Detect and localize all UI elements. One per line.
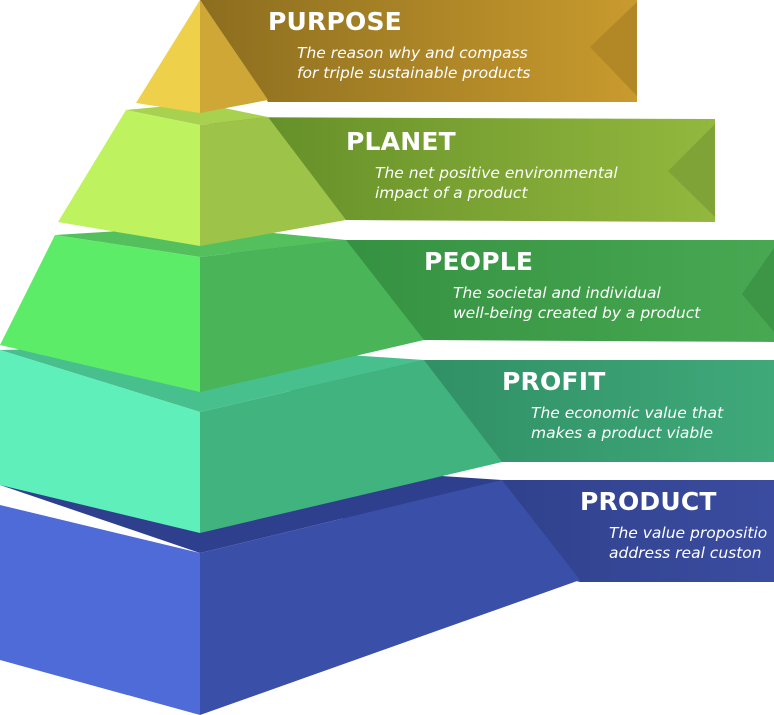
profit-right-face [200, 360, 502, 533]
purpose-banner-notch [590, 2, 637, 96]
planet-banner-notch [668, 124, 715, 217]
purpose-desc-line2: for triple sustainable products [297, 64, 531, 82]
purpose-left-face [136, 0, 200, 113]
label-people: PEOPLE The societal and individual well-… [424, 248, 700, 323]
purpose-desc-line1: The reason why and compass [297, 44, 528, 62]
purpose-right-face [200, 0, 268, 113]
tier-profit [0, 345, 774, 533]
profit-description: The economic value that makes a product … [531, 403, 723, 443]
people-desc-line2: well-being created by a product [453, 304, 701, 322]
label-profit: PROFIT The economic value that makes a p… [502, 368, 723, 443]
people-title: PEOPLE [424, 247, 534, 276]
planet-banner [200, 117, 715, 222]
people-left-face [0, 235, 200, 392]
profit-desc-line2: makes a product viable [531, 424, 714, 442]
purpose-banner [200, 0, 637, 102]
product-right-face [200, 480, 580, 715]
people-banner-notch [742, 248, 774, 332]
profit-title: PROFIT [502, 367, 606, 396]
label-purpose: PURPOSE The reason why and compass for t… [268, 8, 530, 83]
planet-desc-line2: impact of a product [375, 184, 528, 202]
people-desc-line1: The societal and individual [453, 284, 661, 302]
profit-left-face [0, 350, 200, 533]
planet-top-face [126, 103, 268, 125]
planet-right-face [200, 117, 346, 246]
purpose-description: The reason why and compass for triple su… [297, 43, 530, 83]
label-product: PRODUCT The value propositio address rea… [580, 488, 767, 563]
planet-left-face [58, 110, 200, 246]
tier-planet [58, 103, 715, 246]
planet-desc-line1: The net positive environmental [375, 164, 618, 182]
label-planet: PLANET The net positive environmental im… [346, 128, 618, 203]
people-description: The societal and individual well-being c… [453, 283, 700, 323]
purpose-title: PURPOSE [268, 7, 402, 36]
product-desc-line1: The value propositio [609, 524, 768, 542]
profit-desc-line1: The economic value that [531, 404, 724, 422]
product-title: PRODUCT [580, 487, 717, 516]
tier-purpose [136, 0, 637, 113]
planet-description: The net positive environmental impact of… [375, 163, 618, 203]
planet-title: PLANET [346, 127, 456, 156]
product-desc-line2: address real custon [609, 544, 762, 562]
product-description: The value propositio address real custon [609, 523, 767, 563]
product-left-face [0, 505, 200, 715]
people-right-face [200, 240, 424, 392]
